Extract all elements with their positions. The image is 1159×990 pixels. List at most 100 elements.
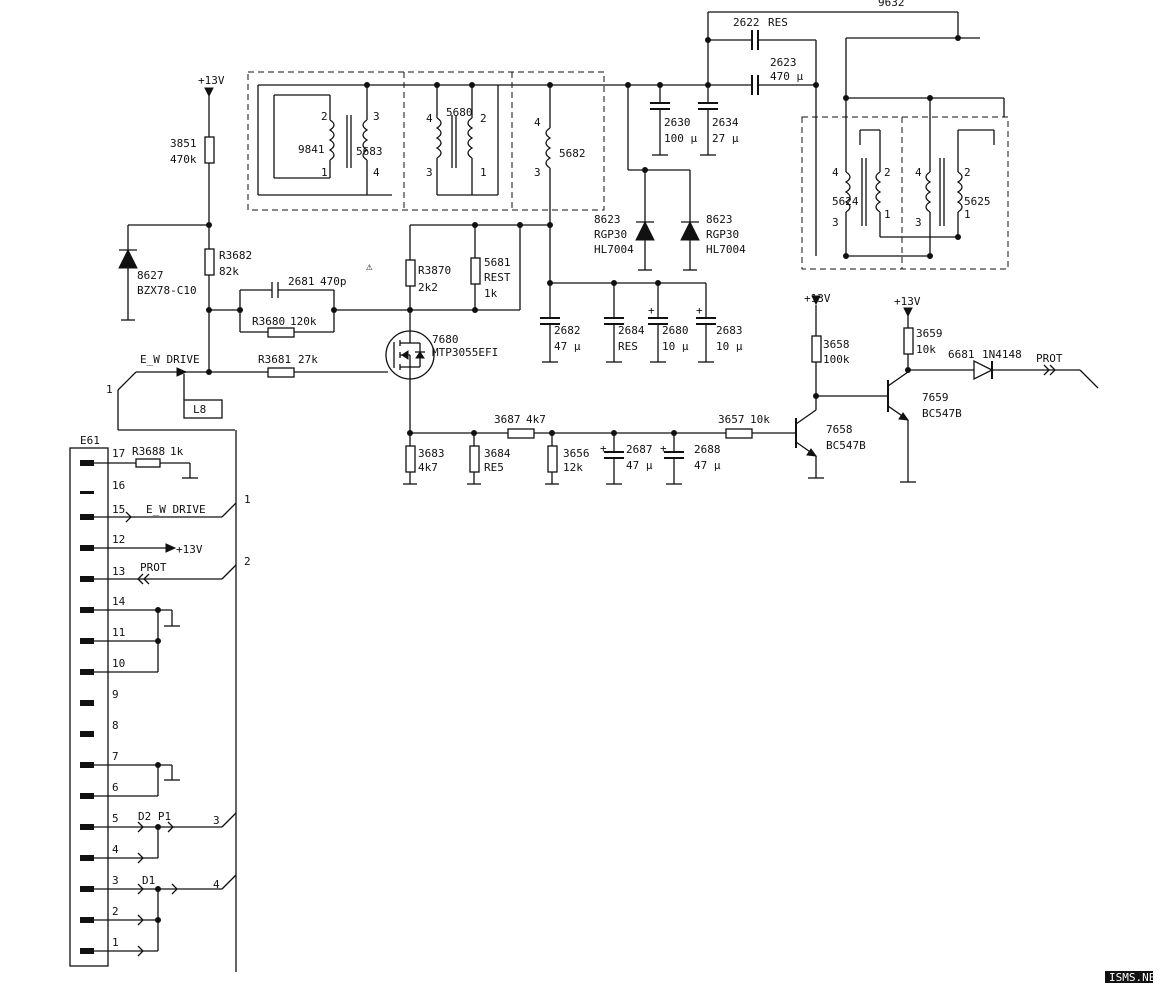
coil-9841-5683: 9841 2 1 3 4 5683 — [257, 82, 605, 196]
svg-text:13: 13 — [112, 565, 125, 578]
svg-text:470 µ: 470 µ — [770, 70, 803, 83]
svg-text:3656: 3656 — [563, 447, 590, 460]
svg-text:1: 1 — [884, 208, 891, 221]
bus-label-1: 1 — [106, 383, 113, 396]
svg-text:3: 3 — [213, 814, 220, 827]
svg-text:3684: 3684 — [484, 447, 511, 460]
svg-text:1k: 1k — [170, 445, 184, 458]
connector-label: E61 — [80, 434, 100, 447]
capacitor-2623: 2623 470 µ — [751, 56, 816, 95]
zener-diode-8627: 8627 BZX78-C10 — [118, 225, 197, 321]
resistor-3683: 3683 4k7 — [403, 433, 445, 485]
connector-e61: E61 — [69, 430, 237, 972]
resistor-r3870: R3870 2k2 — [405, 259, 451, 294]
svg-text:27 µ: 27 µ — [712, 132, 739, 145]
connector-pin-5: 5 D2 P1 3 — [80, 810, 237, 833]
svg-text:BC547B: BC547B — [826, 439, 866, 452]
svg-text:470p: 470p — [320, 275, 347, 288]
svg-text:R3680: R3680 — [252, 315, 285, 328]
svg-text:3687: 3687 — [494, 413, 521, 426]
coil-5680: 5680 4 3 2 1 — [426, 82, 499, 196]
svg-text:7: 7 — [112, 750, 119, 763]
svg-text:11: 11 — [112, 626, 125, 639]
svg-text:14: 14 — [112, 595, 126, 608]
svg-text:D1: D1 — [142, 874, 155, 887]
svg-text:10k: 10k — [750, 413, 770, 426]
svg-text:RGP30: RGP30 — [706, 228, 739, 241]
svg-text:4: 4 — [213, 878, 220, 891]
supply-13v-left-label: +13V — [198, 74, 225, 87]
svg-text:4: 4 — [112, 843, 119, 856]
svg-text:BZX78-C10: BZX78-C10 — [137, 284, 197, 297]
svg-text:4: 4 — [915, 166, 922, 179]
svg-text:2630: 2630 — [664, 116, 691, 129]
mosfet-7680: 7680 MTP3055EFI — [385, 330, 498, 380]
svg-text:4: 4 — [426, 112, 433, 125]
svg-text:4k7: 4k7 — [418, 461, 438, 474]
svg-text:7680: 7680 — [432, 333, 459, 346]
resistor-5681: 5681 REST 1k — [470, 256, 511, 300]
ew-drive-net-label: E_W DRIVE — [140, 353, 200, 366]
svg-text:15: 15 — [112, 503, 125, 516]
connector-pin-4: 4 — [80, 827, 159, 864]
connector-pin-17: 17 R3688 1k — [80, 445, 198, 479]
svg-text:HL7004: HL7004 — [594, 243, 634, 256]
svg-text:47 µ: 47 µ — [554, 340, 581, 353]
svg-text:4: 4 — [832, 166, 839, 179]
svg-text:D2 P1: D2 P1 — [138, 810, 171, 823]
connector-pin-16: 16 — [80, 479, 125, 494]
svg-text:3: 3 — [426, 166, 433, 179]
svg-text:5625: 5625 — [964, 195, 991, 208]
svg-text:12k: 12k — [563, 461, 583, 474]
svg-text:8: 8 — [112, 719, 119, 732]
capacitor-2683: + 2683 10 µ — [696, 283, 743, 363]
svg-text:2622: 2622 — [733, 16, 760, 29]
connector-pin-12: 12 +13V — [80, 533, 203, 556]
svg-text:9: 9 — [112, 688, 119, 701]
svg-text:R3682: R3682 — [219, 249, 252, 262]
svg-text:12: 12 — [112, 533, 125, 546]
prot-output: PROT — [1036, 352, 1099, 389]
connector-pin-1: 1 — [80, 889, 159, 957]
svg-text:PROT: PROT — [140, 561, 167, 574]
supply-13v-right: +13V — [894, 295, 921, 318]
svg-text:R3681: R3681 — [258, 353, 291, 366]
connector-pin-8: 8 — [80, 719, 119, 737]
resistor-3658: 3658 100k — [811, 335, 850, 366]
svg-text:RES: RES — [618, 340, 638, 353]
l8-label: L8 — [193, 403, 206, 416]
transformer-block-left — [247, 71, 605, 211]
svg-text:2683: 2683 — [716, 324, 743, 337]
connector-pin-10: 10 — [80, 610, 159, 675]
svg-text:47 µ: 47 µ — [694, 459, 721, 472]
svg-text:10 µ: 10 µ — [662, 340, 689, 353]
svg-text:10 µ: 10 µ — [716, 340, 743, 353]
svg-text:2: 2 — [884, 166, 891, 179]
ew-drive-input: 1 E_W DRIVE L8 — [106, 353, 268, 430]
net-9632-label: 9632 — [878, 0, 905, 9]
svg-text:+13V: +13V — [176, 543, 203, 556]
svg-text:16: 16 — [112, 479, 125, 492]
coil-5624: 4 3 2 1 5624 — [832, 98, 958, 259]
svg-text:2687: 2687 — [626, 443, 653, 456]
svg-text:2634: 2634 — [712, 116, 739, 129]
svg-text:R3870: R3870 — [418, 264, 451, 277]
svg-text:6681: 6681 — [948, 348, 975, 361]
resistor-3684: 3684 RE5 — [467, 433, 511, 485]
svg-text:9841: 9841 — [298, 143, 325, 156]
svg-text:RES: RES — [768, 16, 788, 29]
capacitor-2630: 2630 100 µ — [650, 85, 697, 156]
transistor-7658: 7658 BC547B — [795, 409, 866, 479]
resistor-3851: 3851 470k — [170, 136, 215, 166]
capacitor-2622: 2622 RES — [708, 16, 816, 50]
svg-text:120k: 120k — [290, 315, 317, 328]
diode-8623-left: 8623 RGP30 HL7004 — [594, 170, 655, 271]
svg-text:2680: 2680 — [662, 324, 689, 337]
svg-text:3: 3 — [832, 216, 839, 229]
resistor-3687: 3687 4k7 — [494, 413, 546, 439]
resistor-r3680: R3680 120k — [240, 315, 334, 338]
svg-text:2623: 2623 — [770, 56, 797, 69]
svg-text:470k: 470k — [170, 153, 197, 166]
svg-text:1: 1 — [112, 936, 119, 949]
